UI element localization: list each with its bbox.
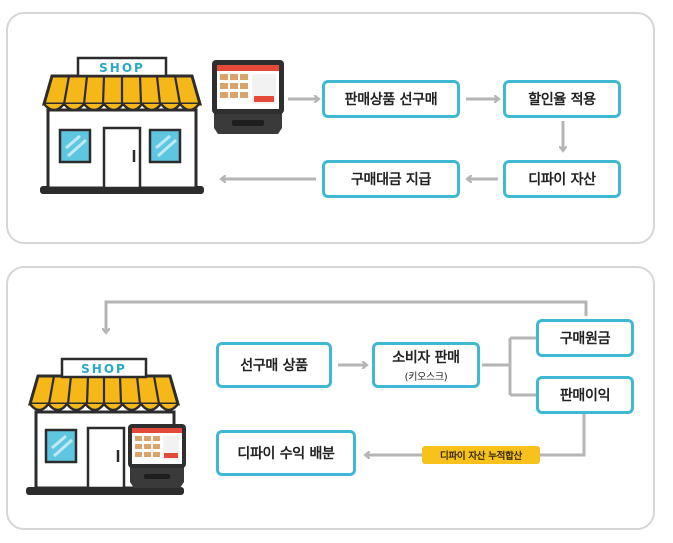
node-consumer-sale-sub: (키오스크): [404, 372, 448, 383]
node-consumer-sale-label: 소비자 판매: [392, 350, 460, 366]
defi-accumulation-badge: 디파이 자산 누적합산: [422, 446, 540, 464]
step-defi-asset: 디파이 자산: [503, 160, 621, 198]
kiosk-illustration-top: [212, 60, 284, 134]
step-presale: 판매상품 선구매: [322, 80, 460, 118]
node-principal: 구매원금: [536, 319, 634, 357]
step-discount: 할인율 적용: [503, 80, 621, 118]
shop-illustration-bottom: SHOP: [26, 357, 184, 495]
shop-illustration-top: SHOP: [40, 56, 204, 194]
kiosk-illustration-bottom: [128, 424, 186, 488]
node-defi-distribution: 디파이 수익 배분: [216, 430, 356, 476]
shop-sign-text: SHOP: [99, 61, 145, 75]
node-profit: 판매이익: [536, 376, 634, 414]
shop-sign-text: SHOP: [81, 362, 127, 376]
node-presale-product: 선구매 상품: [216, 342, 332, 388]
step-payment: 구매대금 지급: [322, 160, 460, 198]
arrow-return-to-shop: [106, 300, 588, 332]
node-consumer-sale: 소비자 판매 (키오스크): [372, 342, 480, 388]
